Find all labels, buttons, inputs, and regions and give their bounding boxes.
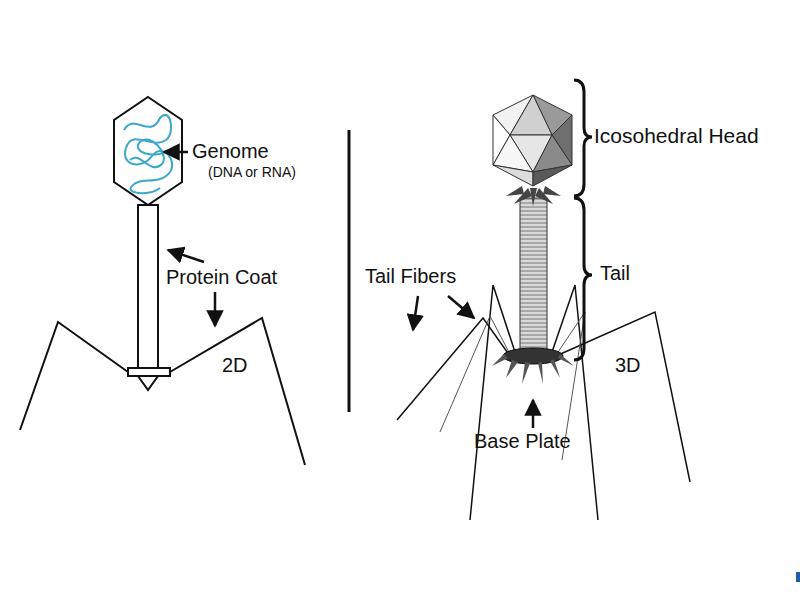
part-label: Protein Coat xyxy=(166,266,277,289)
brace xyxy=(574,80,592,360)
part-label: 3D xyxy=(615,354,641,377)
part-label: Base Plate xyxy=(474,430,571,453)
phage-2d xyxy=(20,97,305,465)
corner-mark xyxy=(796,572,800,582)
divider-line xyxy=(348,130,351,412)
leader-arrows xyxy=(413,296,533,428)
part-label: Genome xyxy=(192,140,269,163)
phage-3d xyxy=(397,95,690,520)
part-label: Icosohedral Head xyxy=(594,124,759,148)
part-label: 2D xyxy=(222,354,248,377)
part-label: (DNA or RNA) xyxy=(208,164,296,180)
part-label: Tail xyxy=(600,262,630,285)
part-label: Tail Fibers xyxy=(365,265,456,288)
leader-arrows xyxy=(164,152,215,326)
